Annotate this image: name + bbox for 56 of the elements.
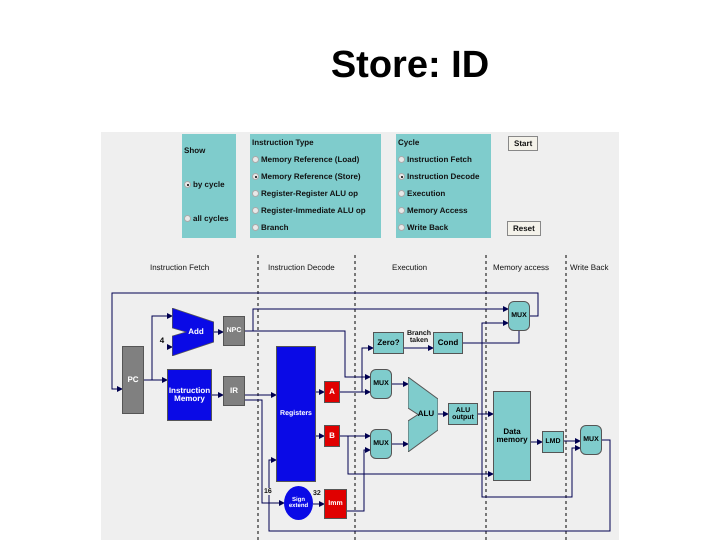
radio-button: Instruction Fetch bbox=[398, 155, 472, 164]
connector-arrow bbox=[212, 392, 224, 398]
connector-arrow bbox=[244, 400, 285, 506]
push-button: Start bbox=[508, 136, 538, 151]
radio-button: Memory Access bbox=[398, 206, 468, 215]
register-box: IR bbox=[223, 376, 245, 406]
push-button: Reset bbox=[507, 221, 541, 236]
connector-arrow bbox=[214, 329, 224, 335]
panel-heading: Instruction Type bbox=[252, 138, 314, 147]
connector-arrow bbox=[316, 433, 325, 439]
radio-button: Register-Register ALU op bbox=[252, 189, 358, 198]
radio-button: Branch bbox=[252, 223, 289, 232]
stage-header: Instruction Decode bbox=[268, 263, 335, 272]
connector-arrow bbox=[346, 447, 371, 512]
connector-arrow bbox=[312, 501, 325, 507]
radio-button: Execution bbox=[398, 189, 446, 198]
connector-arrow bbox=[268, 440, 610, 532]
slide-title: Store: ID bbox=[330, 44, 490, 87]
stage-header: Memory access bbox=[493, 263, 550, 272]
connector-arrow bbox=[244, 330, 371, 380]
radio-button: all cycles bbox=[184, 214, 229, 223]
stage-header: Execution bbox=[392, 263, 428, 272]
constant-label: 4 bbox=[157, 334, 167, 348]
connector-arrow bbox=[144, 377, 168, 383]
logic-box: Zero? bbox=[373, 332, 404, 354]
register-box: Cond bbox=[433, 332, 463, 354]
connector-arrow bbox=[530, 439, 543, 445]
stage-header: Instruction Fetch bbox=[150, 263, 210, 272]
connector-arrow bbox=[166, 344, 173, 350]
radio-button: Memory Reference (Load) bbox=[252, 155, 360, 164]
connector-arrow bbox=[392, 381, 409, 387]
adder-shape: Add bbox=[172, 308, 214, 356]
radio-button: Register-Immediate ALU op bbox=[252, 206, 366, 215]
memory-box: Instruction Memory bbox=[167, 369, 212, 421]
stage-header: Write Back bbox=[570, 263, 609, 272]
connector-arrow bbox=[392, 441, 409, 447]
connector-arrow bbox=[404, 345, 434, 351]
panel-heading: Show bbox=[184, 146, 206, 155]
connector-arrow bbox=[564, 438, 581, 444]
memory-box: Data memory bbox=[493, 391, 531, 481]
connector-arrow bbox=[112, 292, 538, 392]
radio-button: Memory Reference (Store) bbox=[252, 172, 361, 181]
connector-arrow bbox=[438, 411, 449, 417]
connector-arrow bbox=[340, 436, 494, 477]
radio-button: by cycle bbox=[184, 180, 225, 189]
register-box: A bbox=[324, 381, 340, 403]
connector-arrow bbox=[316, 389, 325, 395]
alu-shape: ALU bbox=[408, 377, 438, 452]
connector-arrow bbox=[244, 392, 277, 398]
radio-button: Write Back bbox=[398, 223, 448, 232]
panel-heading: Cycle bbox=[398, 138, 420, 147]
register-box: B bbox=[324, 425, 340, 447]
connector-arrow bbox=[340, 345, 374, 392]
connector-arrow bbox=[478, 414, 581, 498]
radio-button: Instruction Decode bbox=[398, 172, 480, 181]
register-box: PC bbox=[122, 346, 144, 414]
